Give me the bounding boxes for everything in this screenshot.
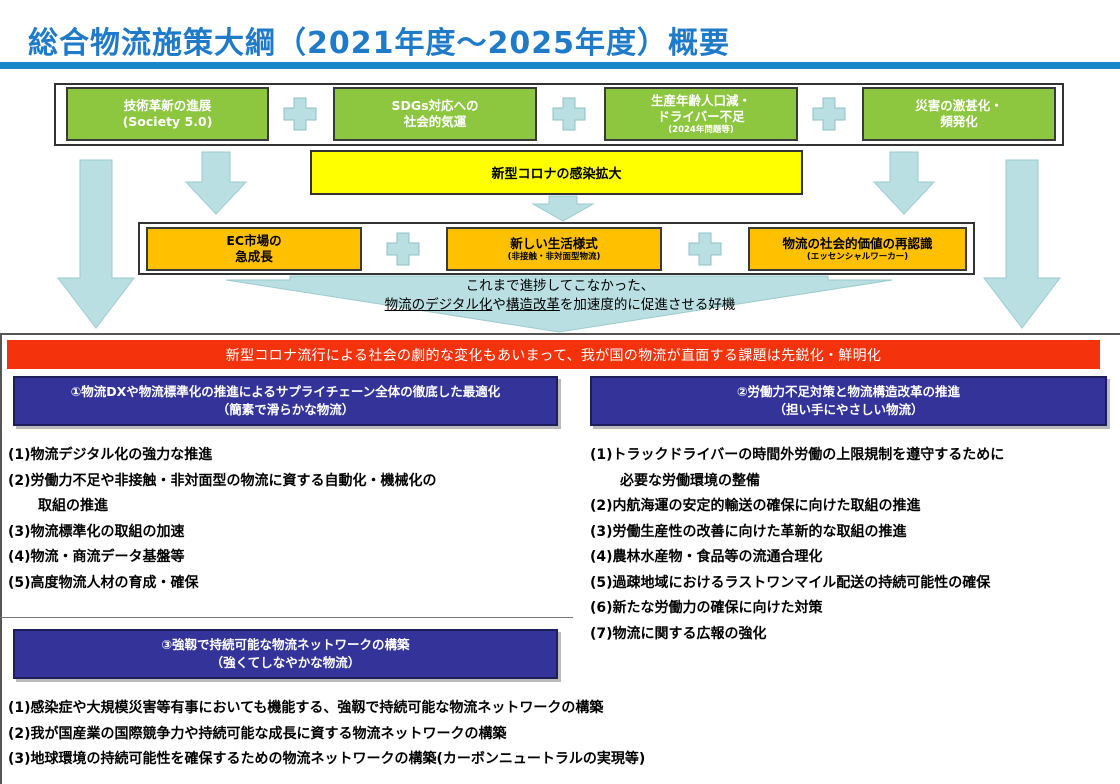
plus-icon bbox=[688, 232, 722, 266]
list-item: (7)物流に関する広報の強化 bbox=[590, 625, 767, 642]
pillar-1-list: (1)物流デジタル化の強力な推進 (2)労働力不足や非接触・非対面型の物流に資す… bbox=[8, 443, 437, 596]
list-item: (4)物流・商流データ基盤等 bbox=[8, 549, 185, 565]
effect-new-lifestyle: 新しい生活様式 (非接触・非対面型物流) bbox=[446, 227, 662, 271]
list-item: (5)過疎地域におけるラストワンマイル配送の持続可能性の確保 bbox=[590, 574, 991, 591]
wide-down-arrow bbox=[225, 275, 893, 333]
effect-line1: 物流の社会的価値の再認識 bbox=[782, 235, 933, 251]
pillar-2-list: (1)トラックドライバーの時間外労働の上限規制を遵守するために 必要な労働環境の… bbox=[590, 443, 1004, 647]
list-item: (3)労働生産性の改善に向けた革新的な取組の推進 bbox=[590, 523, 907, 540]
down-arrow-left bbox=[184, 151, 248, 215]
plus-icon bbox=[552, 97, 586, 131]
list-item: (3)地球環境の持続可能性を確保するための物流ネットワークの構築(カーボンニュー… bbox=[8, 751, 646, 767]
effect-line2: (エッセンシャルワーカー) bbox=[806, 251, 909, 262]
opportunity-caption: これまで進捗してこなかった、 物流のデジタル化や構造改革を加速度的に促進させる好… bbox=[290, 277, 830, 315]
factor-line1: 技術革新の進展 bbox=[123, 97, 212, 113]
list-item: (5)高度物流人材の育成・確保 bbox=[8, 574, 199, 591]
caption-line2: 物流のデジタル化や構造改革を加速度的に促進させる好機 bbox=[290, 296, 830, 315]
caption-reform: 構造改革 bbox=[505, 297, 560, 313]
plus-icon bbox=[386, 232, 420, 266]
down-arrow-right bbox=[872, 151, 936, 215]
list-item: (1)感染症や大規模災害等有事においても機能する、強靱で持続可能な物流ネットワー… bbox=[8, 700, 604, 716]
factor-line1: SDGs対応への bbox=[391, 97, 479, 113]
banner-text: 新型コロナ流行による社会の劇的な変化もあいまって、我が国の物流が直面する課題は先… bbox=[225, 347, 882, 364]
factor-line1: 災害の激甚化・ bbox=[915, 97, 1003, 113]
pillar-title: ②労働力不足対策と物流構造改革の推進 bbox=[736, 383, 961, 399]
title-underline bbox=[0, 62, 1120, 69]
pillar-3-list: (1)感染症や大規模災害等有事においても機能する、強靱で持続可能な物流ネットワー… bbox=[8, 696, 645, 773]
caption-rest: を加速度的に促進させる好機 bbox=[559, 297, 736, 313]
effect-line2: (非接触・非対面型物流) bbox=[507, 251, 601, 262]
pillar-subtitle: （強くてしなやかな物流） bbox=[210, 655, 361, 670]
pillar-subtitle: （簡素で滑らかな物流） bbox=[216, 402, 355, 417]
divider bbox=[0, 617, 573, 618]
page-title: 総合物流施策大綱（2021年度～2025年度）概要 bbox=[28, 26, 730, 61]
factor-line2: ドライバー不足 bbox=[657, 108, 745, 124]
caption-and: や bbox=[492, 297, 506, 313]
pillar-title: ③強靱で持続可能な物流ネットワークの構築 bbox=[161, 636, 410, 652]
list-item: (6)新たな労働力の確保に向けた対策 bbox=[590, 600, 823, 616]
list-item: (4)農林水産物・食品等の流通合理化 bbox=[590, 549, 823, 565]
plus-icon bbox=[812, 97, 846, 131]
factor-disaster: 災害の激甚化・ 頻発化 bbox=[862, 87, 1056, 141]
caption-line1: これまで進捗してこなかった、 bbox=[465, 278, 655, 294]
list-item: (2)内航海運の安定的輸送の確保に向けた取組の推進 bbox=[590, 498, 921, 514]
list-item: (1)トラックドライバーの時間外労働の上限規制を遵守するために bbox=[590, 447, 1005, 463]
issues-section bbox=[0, 333, 1120, 784]
pillar-title: ①物流DXや物流標準化の推進によるサプライチェーン全体の徹底した最適化 bbox=[70, 383, 501, 399]
list-item: (1)物流デジタル化の強力な推進 bbox=[8, 447, 213, 463]
effect-social-value: 物流の社会的価値の再認識 (エッセンシャルワーカー) bbox=[748, 227, 967, 271]
covid-label: 新型コロナの感染拡大 bbox=[491, 167, 622, 182]
left-large-arrow bbox=[56, 159, 136, 329]
list-item: (2)我が国産業の国際競争力や持続可能な成長に資する物流ネットワークの構築 bbox=[8, 725, 507, 742]
factor-line2: 社会的気運 bbox=[403, 114, 467, 129]
factor-sdgs: SDGs対応への 社会的気運 bbox=[333, 87, 537, 141]
pillar-1-header: ①物流DXや物流標準化の推進によるサプライチェーン全体の徹底した最適化 （簡素で… bbox=[13, 376, 558, 426]
factor-technology: 技術革新の進展 (Society 5.0) bbox=[66, 87, 269, 141]
factor-note: (2024年問題等) bbox=[668, 125, 734, 136]
pillar-3-header: ③強靱で持続可能な物流ネットワークの構築 （強くてしなやかな物流） bbox=[13, 629, 558, 679]
pillar-subtitle: （担い手にやさしい物流） bbox=[773, 402, 924, 417]
pillar-2-header: ②労働力不足対策と物流構造改革の推進 （担い手にやさしい物流） bbox=[590, 376, 1107, 426]
factor-line1: 生産年齢人口減・ bbox=[650, 92, 751, 108]
right-large-arrow bbox=[982, 159, 1062, 329]
covid-box: 新型コロナの感染拡大 bbox=[310, 150, 803, 195]
effect-line2: 急成長 bbox=[235, 249, 273, 264]
effect-ec-market: EC市場の 急成長 bbox=[146, 227, 362, 271]
list-item: 取組の推進 bbox=[38, 498, 108, 514]
caption-digital: 物流のデジタル化 bbox=[384, 297, 493, 313]
effect-line1: EC市場の bbox=[226, 233, 282, 249]
factor-line2: (Society 5.0) bbox=[122, 114, 213, 129]
list-item: (2)労働力不足や非接触・非対面型の物流に資する自動化・機械化の bbox=[8, 472, 437, 489]
list-item: (3)物流標準化の取組の加速 bbox=[8, 523, 185, 540]
plus-icon bbox=[283, 97, 317, 131]
list-item: 必要な労働環境の整備 bbox=[620, 472, 760, 489]
down-arrow-center bbox=[531, 195, 595, 222]
factor-line2: 頻発化 bbox=[940, 114, 978, 129]
effect-line1: 新しい生活様式 bbox=[510, 235, 598, 251]
factor-labor-shortage: 生産年齢人口減・ ドライバー不足 (2024年問題等) bbox=[604, 87, 798, 141]
issues-banner: 新型コロナ流行による社会の劇的な変化もあいまって、我が国の物流が直面する課題は先… bbox=[7, 340, 1100, 369]
